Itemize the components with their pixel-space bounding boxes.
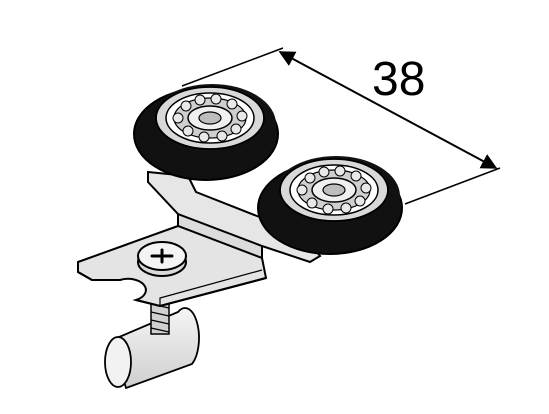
dimension-line: 38 (181, 47, 501, 205)
bearing-balls-back (172, 93, 248, 143)
phillips-cross-icon (150, 248, 174, 264)
dimension-label: 38 (372, 53, 425, 106)
extension-line-top (181, 47, 284, 87)
cylinder-nut (104, 307, 200, 390)
extension-line-bottom (404, 167, 501, 205)
roller-back (133, 84, 279, 181)
dimension-arrow-icon (278, 51, 498, 169)
roller-front (257, 156, 403, 255)
bearing-balls-front (296, 165, 372, 215)
phillips-screw (137, 241, 187, 277)
